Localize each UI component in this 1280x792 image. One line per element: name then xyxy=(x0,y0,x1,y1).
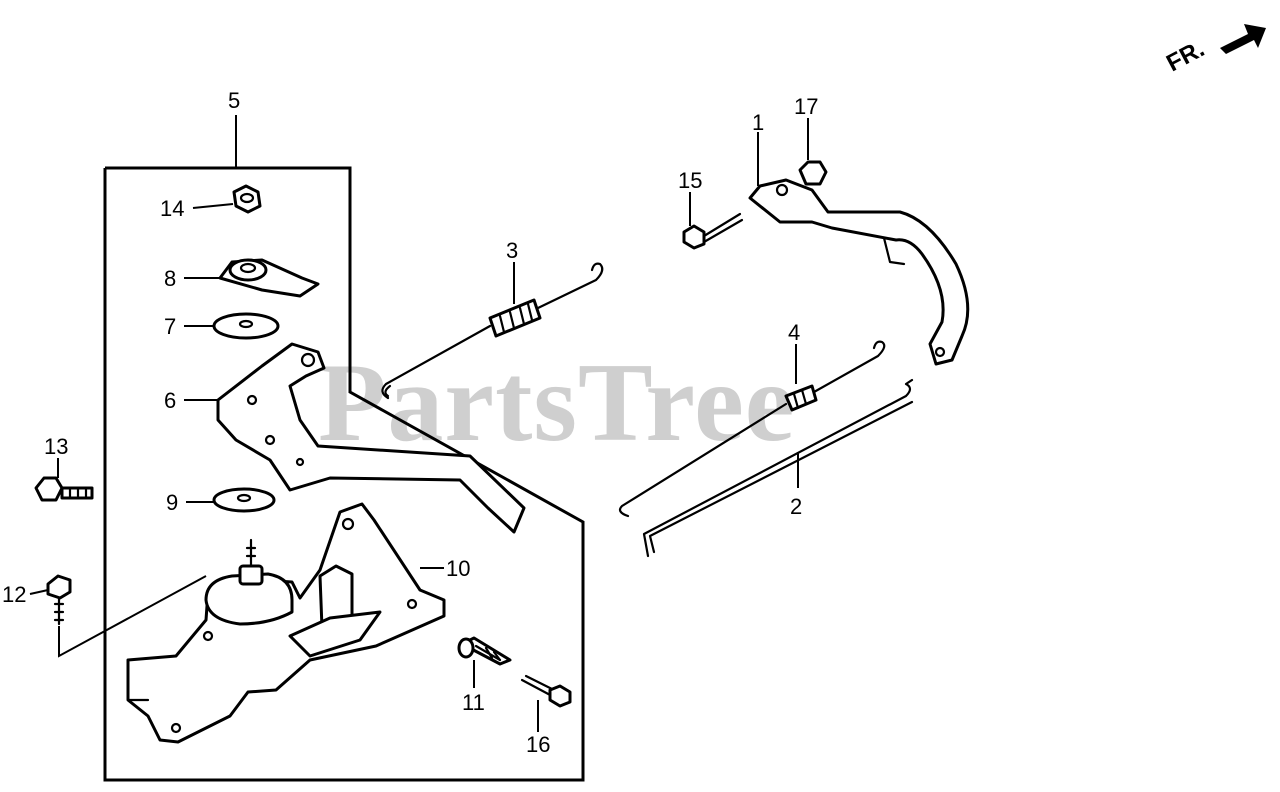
callout-17: 17 xyxy=(794,94,818,119)
control-lever-6 xyxy=(184,342,526,534)
callout-5: 5 xyxy=(228,88,240,113)
spring-4 xyxy=(618,340,886,518)
front-arrow-icon xyxy=(1220,24,1266,54)
callout-12: 12 xyxy=(2,582,26,607)
washer-9 xyxy=(186,487,276,513)
bolt-12 xyxy=(29,574,207,658)
callout-9: 9 xyxy=(166,490,178,515)
callout-6: 6 xyxy=(164,388,176,413)
callout-1: 1 xyxy=(752,110,764,135)
bolt-13 xyxy=(34,458,94,502)
callout-10: 10 xyxy=(446,556,470,581)
callout-15: 15 xyxy=(678,168,702,193)
callout-8: 8 xyxy=(164,266,176,291)
front-direction-indicator: FR. xyxy=(1162,24,1266,77)
base-plate-10 xyxy=(126,502,446,744)
callout-3: 3 xyxy=(506,238,518,263)
rod-2 xyxy=(642,378,914,558)
watermark: PartsTree xyxy=(318,341,796,465)
callout-4: 4 xyxy=(788,320,800,345)
callout-14: 14 xyxy=(160,196,184,221)
assembly-bracket-outline xyxy=(103,115,585,782)
nut-14 xyxy=(192,184,262,214)
lever-arm-1 xyxy=(748,132,970,366)
callout-13: 13 xyxy=(44,434,68,459)
callout-11: 11 xyxy=(462,690,485,715)
screw-15 xyxy=(682,192,744,250)
callout-16: 16 xyxy=(526,732,550,757)
sleeve-11 xyxy=(457,636,512,688)
washer-7 xyxy=(184,312,280,340)
screw-16 xyxy=(520,674,572,732)
nut-17 xyxy=(798,118,828,186)
plate-8 xyxy=(184,258,320,298)
spring-3 xyxy=(381,262,604,400)
front-label: FR. xyxy=(1162,35,1209,77)
callout-7: 7 xyxy=(164,314,176,339)
callout-2: 2 xyxy=(790,494,802,519)
